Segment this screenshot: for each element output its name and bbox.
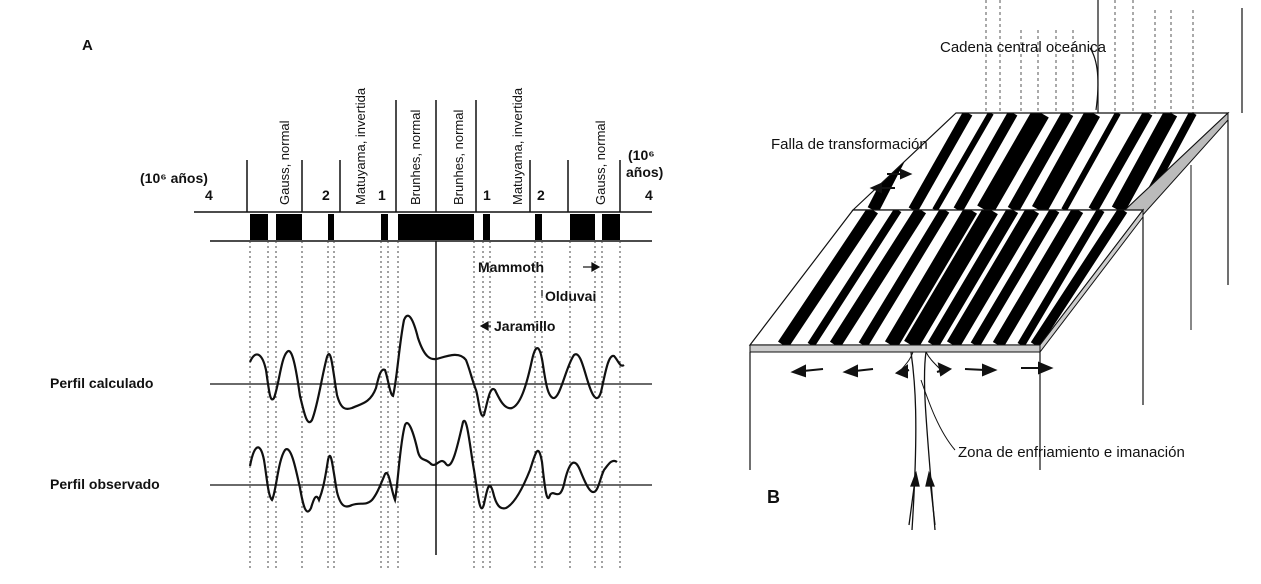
panel-a: A Gauss, normal Matuyama, invertida Brun… [50,37,664,570]
panel-b: Cadena central oceánica Falla de transfo… [723,0,1261,579]
transform-fault-label: Falla de transformación [771,136,928,153]
epoch-label: Brunhes, normal [451,110,466,205]
time-unit-right: años) [626,164,663,180]
polarity-bar [194,211,652,242]
observed-profile-curve [248,419,618,513]
lower-block-stripes [750,210,1143,345]
epoch-label: Gauss, normal [277,120,292,205]
panel-a-letter: A [82,37,93,54]
event-label-mammoth: Mammoth [478,259,544,275]
ridge-label: Cadena central oceánica [940,39,1107,56]
event-label-olduvai: Olduvai [545,288,596,304]
epoch-label: Matuyama, invertida [510,87,525,205]
profile-obs-label: Perfil observado [50,476,160,492]
tick-label: 2 [322,187,330,203]
tick-label: 1 [378,187,386,203]
event-label-jaramillo: Jaramillo [494,318,555,334]
tick-label: 4 [205,187,213,203]
tick-label: 1 [483,187,491,203]
time-unit-left: (10⁶ años) [140,170,208,186]
tick-label: 2 [537,187,545,203]
epoch-label: Matuyama, invertida [353,87,368,205]
calculated-profile-curve [248,314,625,424]
panel-a-diagram: A Gauss, normal Matuyama, invertida Brun… [50,37,663,570]
profile-calc-label: Perfil calculado [50,375,153,391]
epoch-label: Gauss, normal [593,120,608,205]
panel-b-letter: B [767,487,780,507]
cooling-zone-label: Zona de enfriamiento e imanación [958,444,1185,461]
tick-label: 4 [645,187,653,203]
time-unit-right: (10⁶ [628,147,655,163]
panel-b-diagram: Cadena central oceánica Falla de transfo… [748,0,1243,531]
epoch-label: Brunhes, normal [408,110,423,205]
